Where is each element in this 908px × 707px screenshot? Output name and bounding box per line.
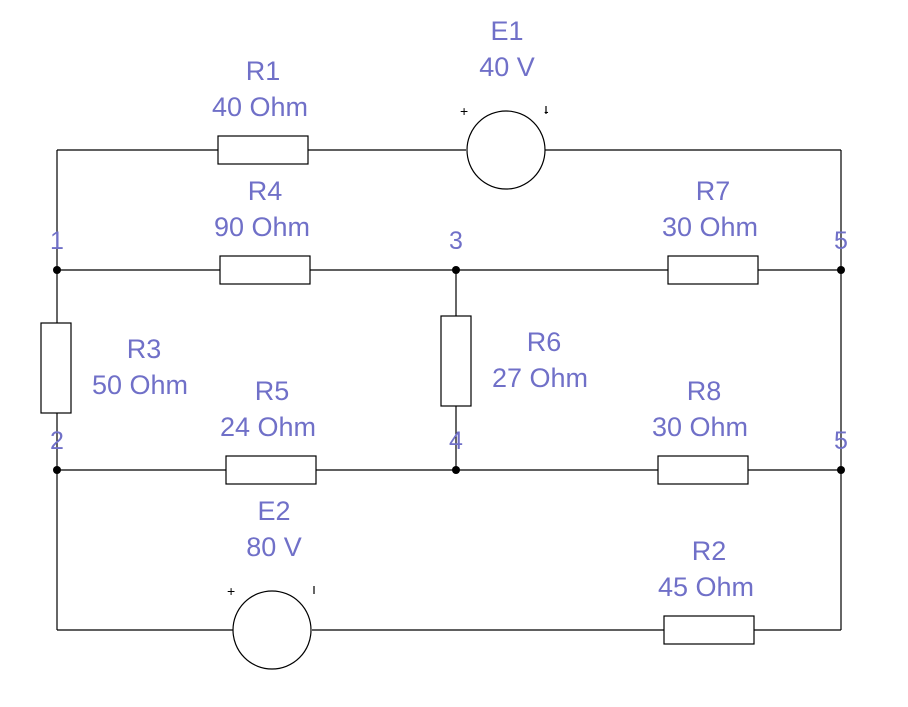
junction-node-5-mid (837, 466, 845, 474)
r4-name: R4 (248, 176, 283, 206)
r2-name: R2 (692, 536, 727, 566)
wires (56, 149, 842, 631)
node-label-4: 4 (449, 427, 463, 455)
junction-node-4 (452, 466, 460, 474)
e2-plus-sign: + (227, 583, 235, 599)
junction-node-5-top (837, 266, 845, 274)
r6-name: R6 (527, 327, 562, 357)
resistor-r2 (663, 615, 755, 645)
node-label-5-mid: 5 (834, 427, 848, 455)
resistor-r1 (217, 135, 309, 165)
r3-value: 50 Ohm (92, 370, 188, 400)
resistor-r7 (667, 255, 759, 285)
junction-node-1 (53, 266, 61, 274)
voltage-source-e2 (232, 590, 312, 670)
r8-name: R8 (687, 376, 722, 406)
node-label-5-top: 5 (834, 227, 848, 255)
r1-name: R1 (246, 56, 281, 86)
node-label-1: 1 (50, 227, 64, 255)
resistor-r4 (219, 255, 311, 285)
node-label-3: 3 (449, 227, 463, 255)
node-label-2: 2 (50, 427, 64, 455)
r7-name: R7 (696, 176, 731, 206)
junction-node-2 (53, 466, 61, 474)
r3-name: R3 (127, 334, 162, 364)
r8-value: 30 Ohm (652, 412, 748, 442)
e1-value: 40 V (479, 52, 535, 82)
r2-value: 45 Ohm (658, 572, 754, 602)
junction-node-3 (452, 266, 460, 274)
r5-name: R5 (255, 376, 290, 406)
e2-value: 80 V (246, 532, 302, 562)
r5-value: 24 Ohm (220, 412, 316, 442)
r4-value: 90 Ohm (214, 212, 310, 242)
e2-name: E2 (257, 496, 290, 526)
e1-name: E1 (490, 16, 523, 46)
resistor-r3 (40, 322, 72, 414)
resistor-r6 (440, 315, 472, 407)
e1-plus-sign: + (460, 103, 468, 119)
r1-value: 40 Ohm (212, 92, 308, 122)
r6-value: 27 Ohm (492, 363, 588, 393)
resistor-r8 (657, 455, 749, 485)
resistor-r5 (225, 455, 317, 485)
r7-value: 30 Ohm (662, 212, 758, 242)
voltage-source-e1 (466, 110, 546, 190)
